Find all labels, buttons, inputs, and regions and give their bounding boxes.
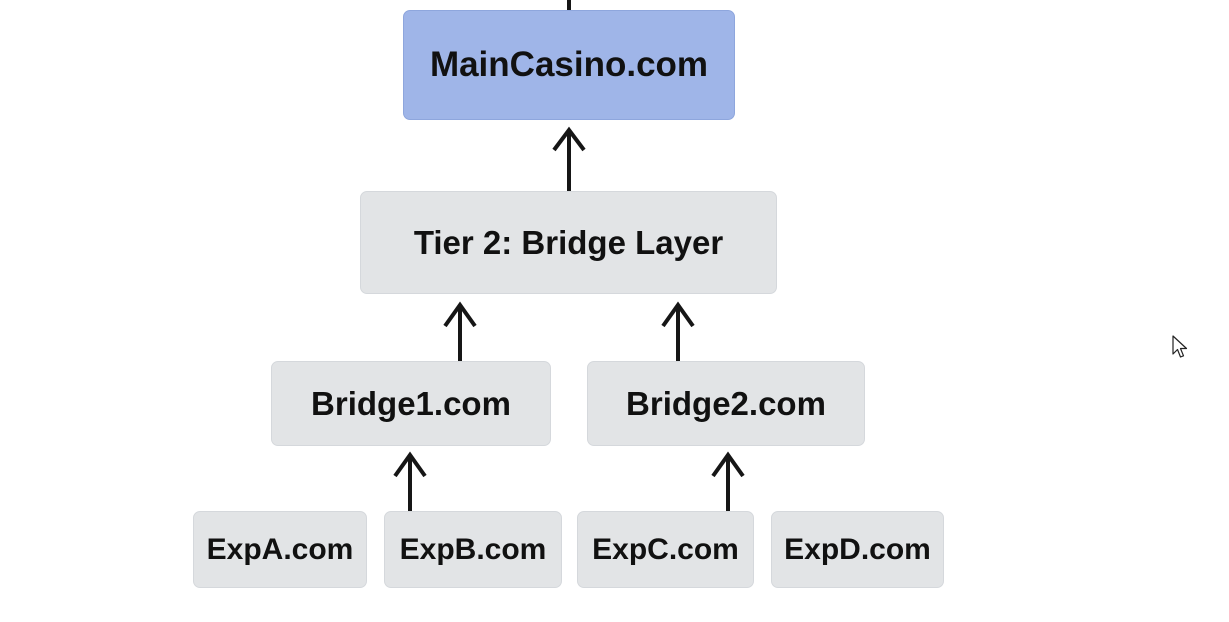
node-bridge2-label: Bridge2.com bbox=[626, 384, 826, 422]
mouse-pointer-icon bbox=[1172, 335, 1188, 358]
node-tier2-bridge-layer-label: Tier 2: Bridge Layer bbox=[413, 223, 724, 261]
node-expd-label: ExpD.com bbox=[784, 532, 931, 566]
arrow-expc-to-bridge2 bbox=[711, 451, 745, 511]
node-main-casino: MainCasino.com bbox=[403, 10, 735, 120]
node-main-casino-label: MainCasino.com bbox=[429, 45, 709, 84]
arrow-expb-to-bridge1 bbox=[393, 451, 427, 511]
node-bridge2: Bridge2.com bbox=[587, 361, 865, 446]
arrow-tier2-to-main bbox=[552, 126, 586, 191]
arrow-bridge2-to-tier2 bbox=[661, 301, 695, 361]
node-expb-label: ExpB.com bbox=[399, 532, 547, 566]
node-bridge1-label: Bridge1.com bbox=[311, 384, 511, 422]
node-expb: ExpB.com bbox=[384, 511, 562, 588]
node-tier2-bridge-layer: Tier 2: Bridge Layer bbox=[360, 191, 777, 294]
node-bridge1: Bridge1.com bbox=[271, 361, 551, 446]
node-expc: ExpC.com bbox=[577, 511, 754, 588]
node-expa: ExpA.com bbox=[193, 511, 367, 588]
arrow-bridge1-to-tier2 bbox=[443, 301, 477, 361]
node-expd: ExpD.com bbox=[771, 511, 944, 588]
node-expa-label: ExpA.com bbox=[206, 532, 354, 566]
node-expc-label: ExpC.com bbox=[592, 532, 739, 566]
